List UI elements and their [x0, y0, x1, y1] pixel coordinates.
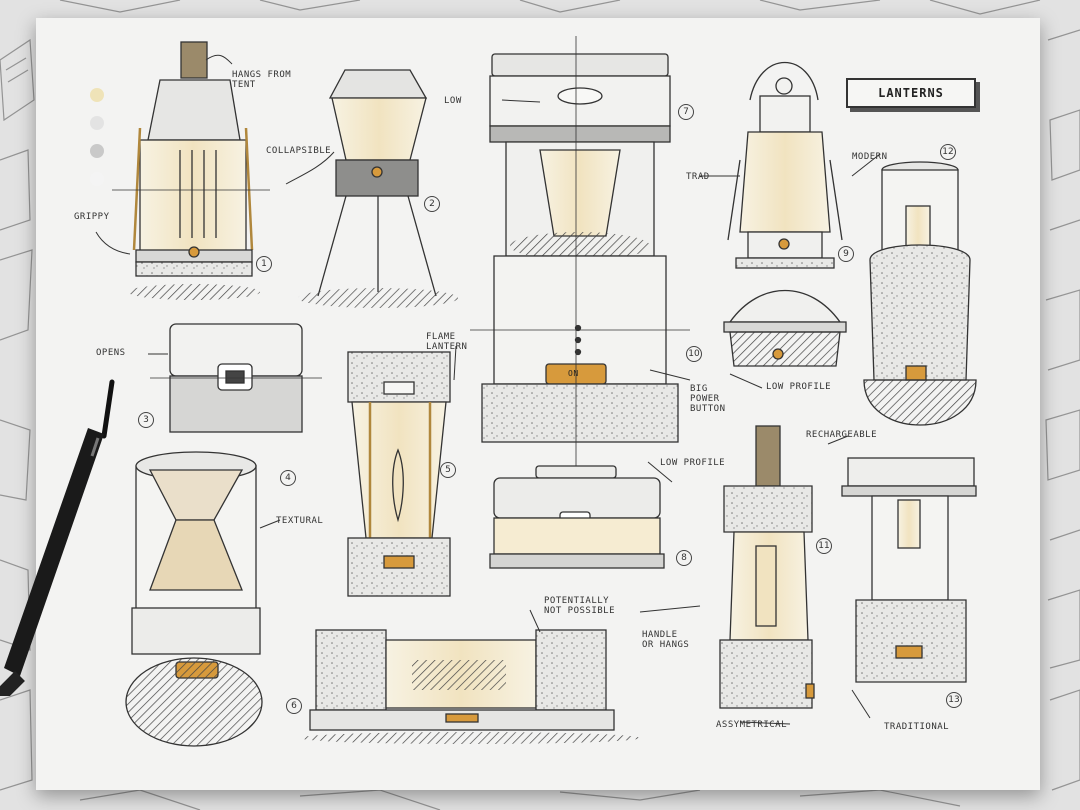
lantern-12-sketch	[863, 161, 977, 426]
label-potentially-not-possible: POTENTIALLY NOT POSSIBLE	[544, 596, 616, 616]
sketch-number-8: 8	[676, 550, 692, 566]
label-rechargeable: RECHARGEABLE	[806, 430, 878, 440]
color-swatch-4	[90, 172, 104, 186]
label-traditional: TRADITIONAL	[884, 722, 950, 732]
label-low-profile: LOW PROFILE	[660, 458, 726, 468]
label-hangs-from-tent: HANGS FROM TENT	[232, 70, 292, 90]
sketch-number-3: 3	[138, 412, 154, 428]
color-swatch-1	[90, 88, 104, 102]
label-on-button: ON	[568, 369, 579, 378]
sketch-number-11: 11	[816, 538, 832, 554]
label-grippy: GRIPPY	[74, 212, 110, 222]
lantern-6-sketch	[300, 629, 640, 744]
label-flame-lantern: FLAME LANTERN	[426, 332, 468, 352]
pen-icon	[0, 379, 115, 696]
sketch-number-12: 12	[940, 144, 956, 160]
sketch-number-13: 13	[946, 692, 962, 708]
label-textural: TEXTURAL	[276, 516, 324, 526]
color-swatch-2	[90, 116, 104, 130]
label-low-profile-small: LOW PROFILE	[766, 382, 832, 392]
lantern-8-sketch	[489, 465, 665, 569]
sketch-number-6: 6	[286, 698, 302, 714]
lantern-9-sketch	[727, 62, 843, 269]
lantern-11-sketch	[719, 425, 815, 709]
label-trad: TRAD	[686, 172, 710, 182]
color-swatch-3	[90, 144, 104, 158]
sketch-number-4: 4	[280, 470, 296, 486]
label-big-power-button: BIG POWER BUTTON	[690, 384, 726, 414]
lantern-7-sketch	[470, 36, 690, 470]
sketch-number-5: 5	[440, 462, 456, 478]
sketch-number-10: 10	[686, 346, 702, 362]
label-modern: MODERN	[852, 152, 888, 162]
sketch-number-2: 2	[424, 196, 440, 212]
label-opens: OPENS	[96, 348, 126, 358]
lantern-4-sketch	[125, 451, 263, 747]
sketch-number-1: 1	[256, 256, 272, 272]
sketch-number-9: 9	[838, 246, 854, 262]
title-box: LANTERNS	[846, 78, 976, 108]
label-handle-or-hangs: HANDLE OR HANGS	[642, 630, 690, 650]
lantern-3-sketch	[150, 323, 322, 433]
lantern-1-sketch	[112, 41, 270, 300]
lantern-2-sketch	[298, 69, 458, 308]
lantern-13-sketch	[841, 457, 977, 683]
lantern-5-sketch	[347, 351, 451, 597]
lantern-10-sketch	[723, 290, 847, 367]
label-collapsible: COLLAPSIBLE	[266, 146, 332, 156]
annotation-arrows	[95, 54, 881, 725]
label-asymmetrical: ASSYMETRICAL	[716, 720, 788, 730]
sketch-number-7: 7	[678, 104, 694, 120]
label-low: LOW	[444, 96, 462, 106]
page-title: LANTERNS	[878, 86, 944, 100]
